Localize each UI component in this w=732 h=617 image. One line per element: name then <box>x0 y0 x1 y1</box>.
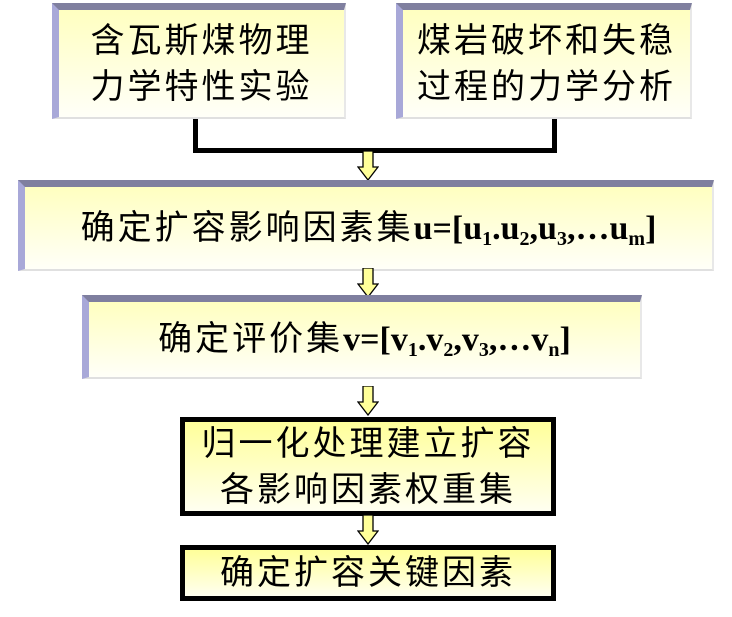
down-arrow-icon <box>357 268 379 298</box>
box-text-line: 归一化处理建立扩容 <box>201 423 535 464</box>
box-text-line: 含瓦斯煤物理 <box>90 20 313 61</box>
box-text-line: 煤岩破坏和失稳 <box>417 20 676 61</box>
box-text-line: 过程的力学分析 <box>417 66 676 107</box>
box-text: 确定扩容关键因素 <box>220 553 516 593</box>
label: 确定评价集 <box>158 319 344 359</box>
box-coal-rock-analysis: 煤岩破坏和失稳 过程的力学分析 <box>396 3 692 119</box>
evaluation-set-formula: v=[v1.v2,v3,…vn] <box>343 321 571 361</box>
connector-right-vertical <box>552 119 557 153</box>
connector-left-vertical <box>193 119 198 153</box>
factor-set-text: 确定扩容影响因素集u=[u1.u2,u3,…um] <box>81 205 657 252</box>
label: 确定扩容影响因素集 <box>80 207 414 248</box>
box-key-factors: 确定扩容关键因素 <box>180 545 556 601</box>
box-evaluation-set: 确定评价集v=[v1.v2,v3,…vn] <box>82 295 642 379</box>
box-factor-set: 确定扩容影响因素集u=[u1.u2,u3,…um] <box>18 180 714 271</box>
down-arrow-icon <box>357 386 379 416</box>
factor-set-formula: u=[u1.u2,u3,…um] <box>413 209 657 250</box>
box-text-line: 力学特性实验 <box>90 66 313 107</box>
connector-horizontal <box>193 148 557 153</box>
box-gas-coal-experiment: 含瓦斯煤物理 力学特性实验 <box>52 3 346 119</box>
box-text-line: 各影响因素权重集 <box>220 469 516 510</box>
down-arrow-icon <box>357 151 379 181</box>
box-weight-set: 归一化处理建立扩容 各影响因素权重集 <box>180 417 556 516</box>
evaluation-set-text: 确定评价集v=[v1.v2,v3,…vn] <box>158 316 571 363</box>
down-arrow-icon <box>357 515 379 545</box>
